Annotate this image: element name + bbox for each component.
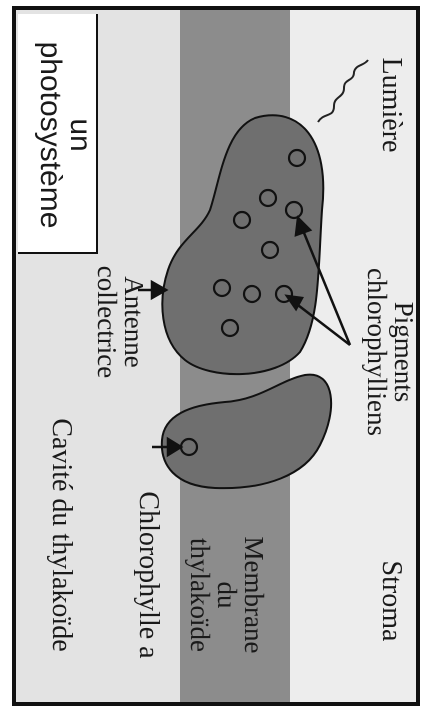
title-line-2: photosystème [35,20,65,250]
chlorophyll-a-label: Chlorophylle a [132,465,162,685]
pigments-label: Pigments chlorophylliens [353,237,417,467]
membrane-line-3: thylakoïde [186,515,213,675]
pigments-line-2: chlorophylliens [363,237,390,467]
pigments-line-1: Pigments [390,237,417,467]
membrane-line-2: du [213,515,240,675]
title-line-1: un [65,20,95,250]
cavity-label: Cavité du thylakoïde [45,380,75,690]
light-label: Lumière [375,35,405,175]
antenna-line-1: Antenne [120,247,147,397]
antenna-label: Antenne collectrice [83,247,147,397]
membrane-label: Membrane du thylakoïde [177,515,267,675]
title-photosysteme: un photosystème [25,20,95,250]
stroma-label: Stroma [375,536,405,666]
antenna-line-2: collectrice [93,247,120,397]
membrane-line-1: Membrane [240,515,267,675]
